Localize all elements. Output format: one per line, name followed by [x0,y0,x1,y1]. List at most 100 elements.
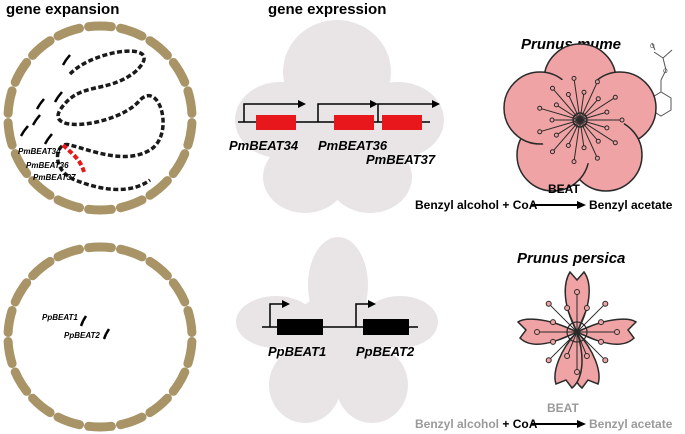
stamen-anther [545,357,552,364]
stamen-anther [595,138,601,144]
gene-box-ppbeat1 [277,319,323,335]
flower-prunus-mume [503,43,657,192]
stamen-filament [579,119,585,148]
stamen-anther [550,149,555,155]
svg-text:O: O [650,44,655,50]
cell-wall-segment [28,176,55,200]
promoter-arrow [377,103,432,122]
top-chromosome-red-segment [61,143,86,173]
top-gene-mark [35,98,45,110]
stamen-filament [566,307,578,333]
stamen-anther [553,102,559,108]
flower-stamens [534,289,620,375]
cell-wall-segment [145,393,172,418]
stamen-anther [571,159,577,165]
gene-label-pmbeat37: PmBEAT37 [366,152,436,167]
promoter-arrow [243,103,298,122]
header-gene-expression: gene expression [268,1,386,18]
stamen-anther [564,353,571,359]
cell-wall-segment [116,23,147,41]
stamen-anther [583,353,590,359]
gene-label-pmbeat36: PmBEAT36 [318,138,388,153]
top-chromosome [55,49,165,192]
stamen-anther [550,85,555,91]
promoter-arrow [269,303,282,327]
cell-wall-segment [10,278,32,307]
reaction-substrates-bottom: Benzyl alcohol + CoA [415,417,538,431]
stamen-anther [595,96,601,102]
flower-center [572,112,588,128]
cell-wall-segment [168,278,190,307]
cell-wall-segment [28,256,55,281]
cell-wall-segment [168,149,190,178]
cell-wall-segment [3,118,17,150]
stamen-filament [576,321,602,333]
top-petal-background [235,20,444,213]
cell-wall-segment [53,244,84,262]
cell-wall-segment [53,195,84,213]
stamen-filament [576,331,602,343]
substrate-coa: + CoA [499,417,538,431]
stamen-filament [576,303,606,333]
cell-wall-segment [84,204,116,215]
gene-label-ppbeat2-small: PpBEAT2 [64,331,100,340]
flower-prunus-persica [516,270,638,390]
reaction-arrowhead-bottom [577,420,586,428]
stamen-anther [550,319,556,326]
stamen-anther [574,289,580,295]
bottom-gene-track [262,300,418,335]
stamen-anther [614,329,620,335]
cell-wall-segment [84,242,116,253]
top-gene-mark [53,91,63,103]
gene-label-pmbeat37-small: PmBEAT37 [33,173,76,182]
bottom-petal-background [236,237,438,423]
stamen-filament [576,307,588,333]
stamen-filament [556,104,581,121]
stamen-anther [598,319,604,326]
cell-wall-segment [116,412,147,430]
cell-wall-segment [145,256,172,281]
cell-wall-segment [84,21,116,32]
stamen-filament [548,303,578,333]
cell-wall-segment [28,393,55,418]
gene-box-pmbeat37 [382,115,422,130]
stamen-anther [598,338,604,345]
bottom-cell: PpBEAT1 PpBEAT2 [3,242,197,432]
cell-wall-segment [53,412,84,430]
gene-box-pmbeat34 [256,115,296,130]
top-gene-marks [19,54,71,145]
stamen-anther [545,300,552,307]
stamen-anther [594,155,600,161]
stamen-anther [602,300,609,307]
stamen-anther [574,369,580,375]
promoter-arrowhead [432,100,440,108]
cell-wall-segment [10,149,32,178]
enzyme-label-bottom: BEAT [547,401,579,415]
top-cell-wall [3,21,197,215]
species-prunus-persica: Prunus persica [517,250,625,267]
bottom-cell-wall [3,242,197,432]
promoter-arrow [317,103,370,122]
bottom-gene-mark [79,315,88,327]
stamen-anther [553,132,559,138]
top-gene-mark [43,133,53,145]
stamen-filament [579,92,585,121]
stamen-anther [537,105,543,111]
promoter-arrowhead [282,300,290,308]
stamen-filament [576,331,588,357]
cell-wall-segment [3,337,17,368]
cell-wall-segment [84,421,116,432]
promoter-arrowhead [368,300,376,308]
top-gene-mark [31,114,41,126]
gene-label-ppbeat1: PpBEAT1 [268,344,326,359]
stamen-anther [581,145,587,151]
cell-wall-segment [116,195,147,213]
cell-wall-segment [183,306,197,337]
stamen-anther [564,305,571,311]
svg-text:O: O [663,69,668,75]
stamen-filament [548,331,578,361]
substrate-benzyl-alcohol: Benzyl alcohol [415,417,499,431]
gene-box-pmbeat36 [334,115,374,130]
top-cell: PmBEAT34 PmBEAT36 PmBEAT37 [3,21,197,215]
